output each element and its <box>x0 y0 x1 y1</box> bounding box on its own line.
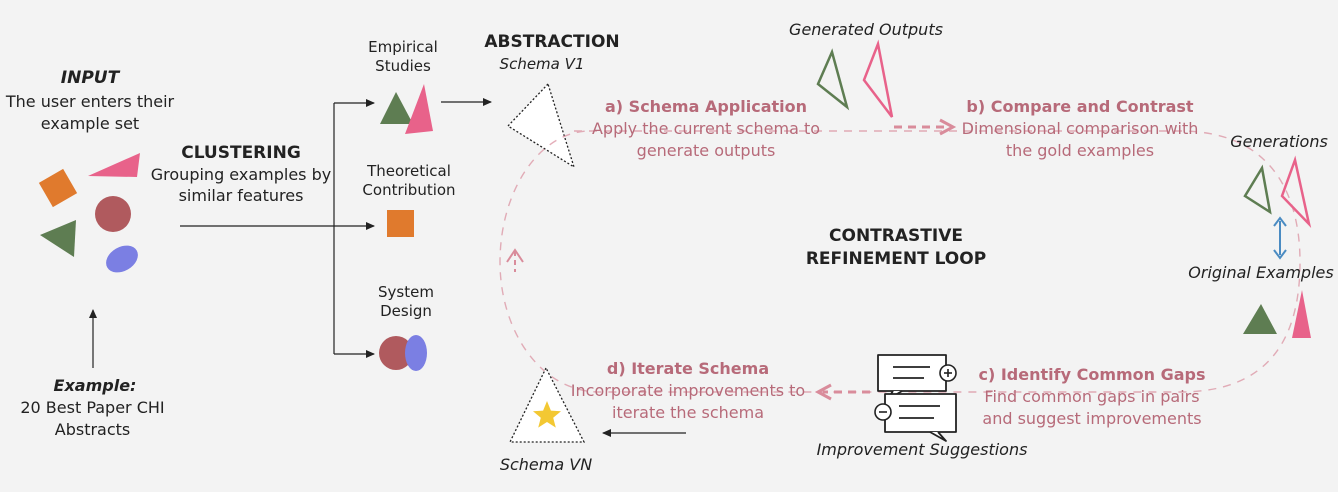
comparison-double-arrow-bottom <box>1273 249 1287 260</box>
original-examples-label: Original Examples <box>1188 263 1334 282</box>
input-description-line2: example set <box>40 114 140 133</box>
theoretical-label-line1: Theoretical <box>367 162 451 180</box>
input-pink-triangle <box>88 153 140 177</box>
schema-v1-shape <box>506 82 576 169</box>
system-label-line2: Design <box>380 302 432 320</box>
theoretical-label-line2: Contribution <box>362 181 456 199</box>
suggestion-bubble-minus <box>874 393 957 442</box>
schema-v1-label: Schema V1 <box>499 55 585 73</box>
example-line1: 20 Best Paper CHI <box>20 398 165 417</box>
input-green-triangle <box>40 220 76 257</box>
arrow-application-to-compare-head <box>939 118 957 136</box>
step-b-title: b) Compare and Contrast <box>966 97 1194 116</box>
comparison-double-arrow-top <box>1273 216 1287 227</box>
schema-vn-label: Schema VN <box>499 455 593 474</box>
generations-label: Generations <box>1230 132 1328 151</box>
loop-title-line2: REFINEMENT LOOP <box>805 249 987 269</box>
generated-pink-triangle <box>862 39 894 118</box>
generated-outputs-label: Generated Outputs <box>789 20 943 39</box>
example-line2: Abstracts <box>54 420 131 439</box>
step-d-line1: Incorporate improvements to <box>570 381 806 400</box>
clustering-line1: Grouping examples by <box>150 165 332 184</box>
step-a-line2: generate outputs <box>636 141 776 160</box>
improvement-suggestions-label: Improvement Suggestions <box>816 440 1028 459</box>
input-title: INPUT <box>60 68 120 88</box>
example-title: Example: <box>53 376 137 395</box>
clustering-title: CLUSTERING <box>181 143 301 163</box>
step-c-title: c) Identify Common Gaps <box>978 365 1206 384</box>
input-maroon-circle <box>95 196 131 232</box>
generations-green-triangle <box>1243 164 1272 215</box>
step-d-title: d) Iterate Schema <box>606 359 770 378</box>
arrow-gaps-to-iterate-head <box>814 383 832 401</box>
loop-up-arrow <box>506 248 524 263</box>
theoretical-orange-square <box>387 210 414 237</box>
empirical-green-triangle <box>380 92 413 124</box>
system-blue-ellipse <box>405 335 427 371</box>
step-b-line2: the gold examples <box>1005 141 1155 160</box>
step-a-title: a) Schema Application <box>604 97 808 116</box>
loop-title-line1: CONTRASTIVE <box>829 226 963 246</box>
abstraction-title: ABSTRACTION <box>484 32 620 52</box>
original-pink-triangle <box>1292 290 1311 338</box>
empirical-label-line2: Studies <box>375 57 431 75</box>
original-green-triangle <box>1243 304 1277 334</box>
input-orange-square <box>38 168 78 208</box>
step-a-line1: Apply the current schema to <box>591 119 821 138</box>
input-blue-ellipse <box>106 245 138 273</box>
clustering-line2: similar features <box>178 186 304 205</box>
system-label-line1: System <box>378 283 434 301</box>
step-c-line2: and suggest improvements <box>982 409 1202 428</box>
generated-green-triangle <box>816 48 850 111</box>
empirical-label-line1: Empirical <box>368 38 438 56</box>
empirical-pink-triangle <box>405 84 433 134</box>
step-c-line1: Find common gaps in pairs <box>984 387 1200 406</box>
generations-pink-triangle <box>1280 155 1312 229</box>
system-maroon-circle <box>379 336 413 370</box>
step-d-line2: iterate the schema <box>612 403 764 422</box>
star-icon <box>533 401 561 428</box>
input-description-line1: The user enters their <box>5 92 175 111</box>
refinement-loop-path <box>499 130 1301 393</box>
step-b-line1: Dimensional comparison with <box>961 119 1199 138</box>
